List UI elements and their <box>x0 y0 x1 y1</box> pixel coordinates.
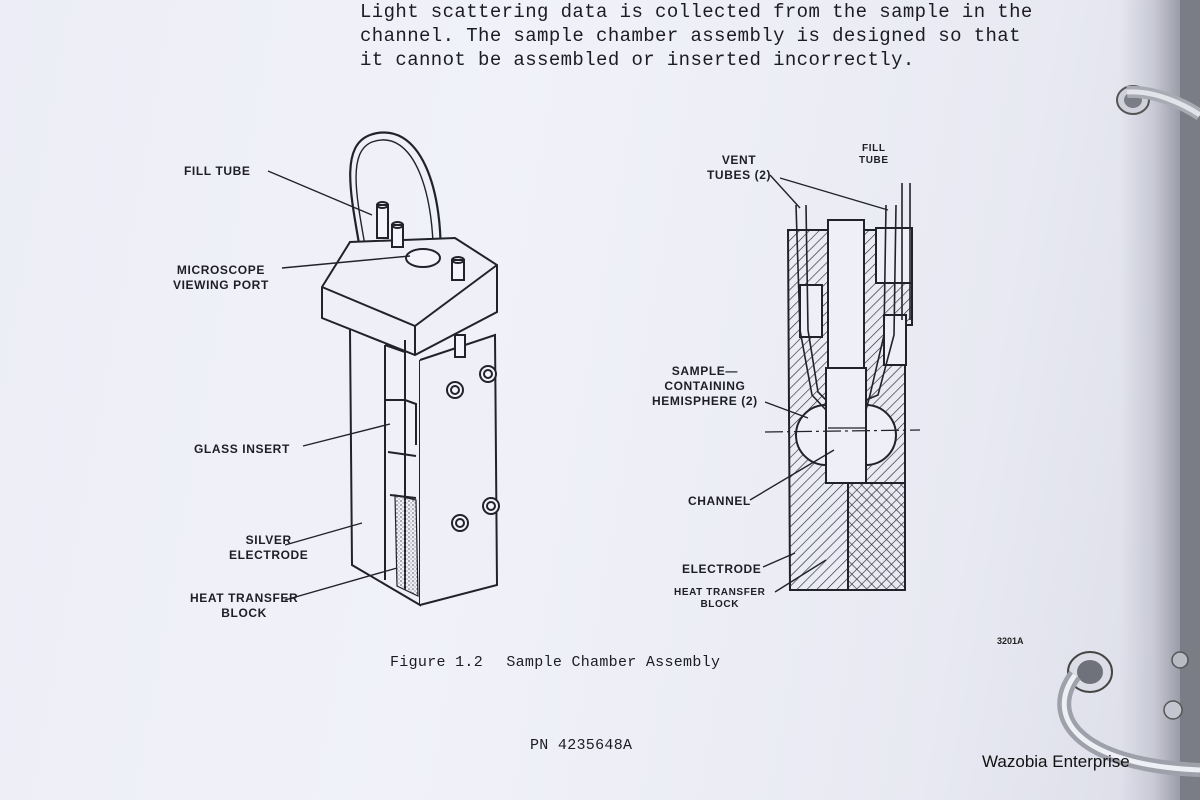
label-hemisphere-line-3: HEMISPHERE (2) <box>652 394 758 408</box>
page-edge-shadow <box>1120 0 1180 800</box>
figure-caption-number: Figure 1.2 <box>390 654 484 671</box>
label-heat-transfer-right-line-1: HEAT TRANSFER <box>674 587 766 598</box>
label-microscope-line-1: MICROSCOPE <box>176 263 265 277</box>
label-vent-tubes: VENT TUBES (2) <box>707 153 771 183</box>
label-hemisphere-line-2: CONTAINING <box>664 379 746 393</box>
label-vent-line-1: VENT <box>721 153 757 167</box>
label-hemisphere-line-1: SAMPLE— <box>671 364 738 378</box>
label-vent-line-2: TUBES (2) <box>707 168 772 182</box>
label-heat-transfer-left-line-2: BLOCK <box>221 606 267 620</box>
intro-line-3: it cannot be assembled or inserted incor… <box>360 49 915 71</box>
figure-caption-title: Sample Chamber Assembly <box>506 654 721 671</box>
label-electrode: ELECTRODE <box>682 562 762 576</box>
label-fill-tube: FILL TUBE <box>184 164 251 178</box>
cross-section-drawing <box>749 174 921 593</box>
label-silver-line-2: ELECTRODE <box>229 548 309 562</box>
figure-caption: Figure 1.2 Sample Chamber Assembly <box>390 654 734 671</box>
binder-ring-bottom-icon <box>1057 651 1200 777</box>
binder-ring-top-icon <box>1116 85 1200 121</box>
label-heat-transfer-block-left: HEAT TRANSFER BLOCK <box>190 591 298 621</box>
intro-line-1: Light scattering data is collected from … <box>360 1 1033 23</box>
label-glass-insert: GLASS INSERT <box>194 442 290 456</box>
intro-line-2: channel. The sample chamber assembly is … <box>360 25 1021 47</box>
label-channel: CHANNEL <box>688 494 751 508</box>
watermark: Wazobia Enterprise <box>982 752 1130 771</box>
label-fill-tube-right-line-1: FILL <box>862 143 886 154</box>
isometric-chamber-drawing <box>267 131 500 607</box>
label-microscope-line-2: VIEWING PORT <box>173 278 269 292</box>
label-heat-transfer-right-line-2: BLOCK <box>700 599 740 610</box>
label-silver-electrode: SILVER ELECTRODE <box>229 533 308 563</box>
label-heat-transfer-left-line-1: HEAT TRANSFER <box>190 591 299 605</box>
label-fill-tube-right: FILL TUBE <box>859 143 889 167</box>
label-microscope-viewing-port: MICROSCOPE VIEWING PORT <box>173 263 269 293</box>
figure-reference-number: 3201A <box>997 636 1024 646</box>
label-fill-tube-right-line-2: TUBE <box>859 155 889 166</box>
label-sample-hemisphere: SAMPLE— CONTAINING HEMISPHERE (2) <box>652 364 758 409</box>
label-silver-line-1: SILVER <box>245 533 292 547</box>
label-heat-transfer-block-right: HEAT TRANSFER BLOCK <box>674 587 766 611</box>
part-number: PN 4235648A <box>530 737 633 754</box>
intro-paragraph: Light scattering data is collected from … <box>360 0 1100 72</box>
